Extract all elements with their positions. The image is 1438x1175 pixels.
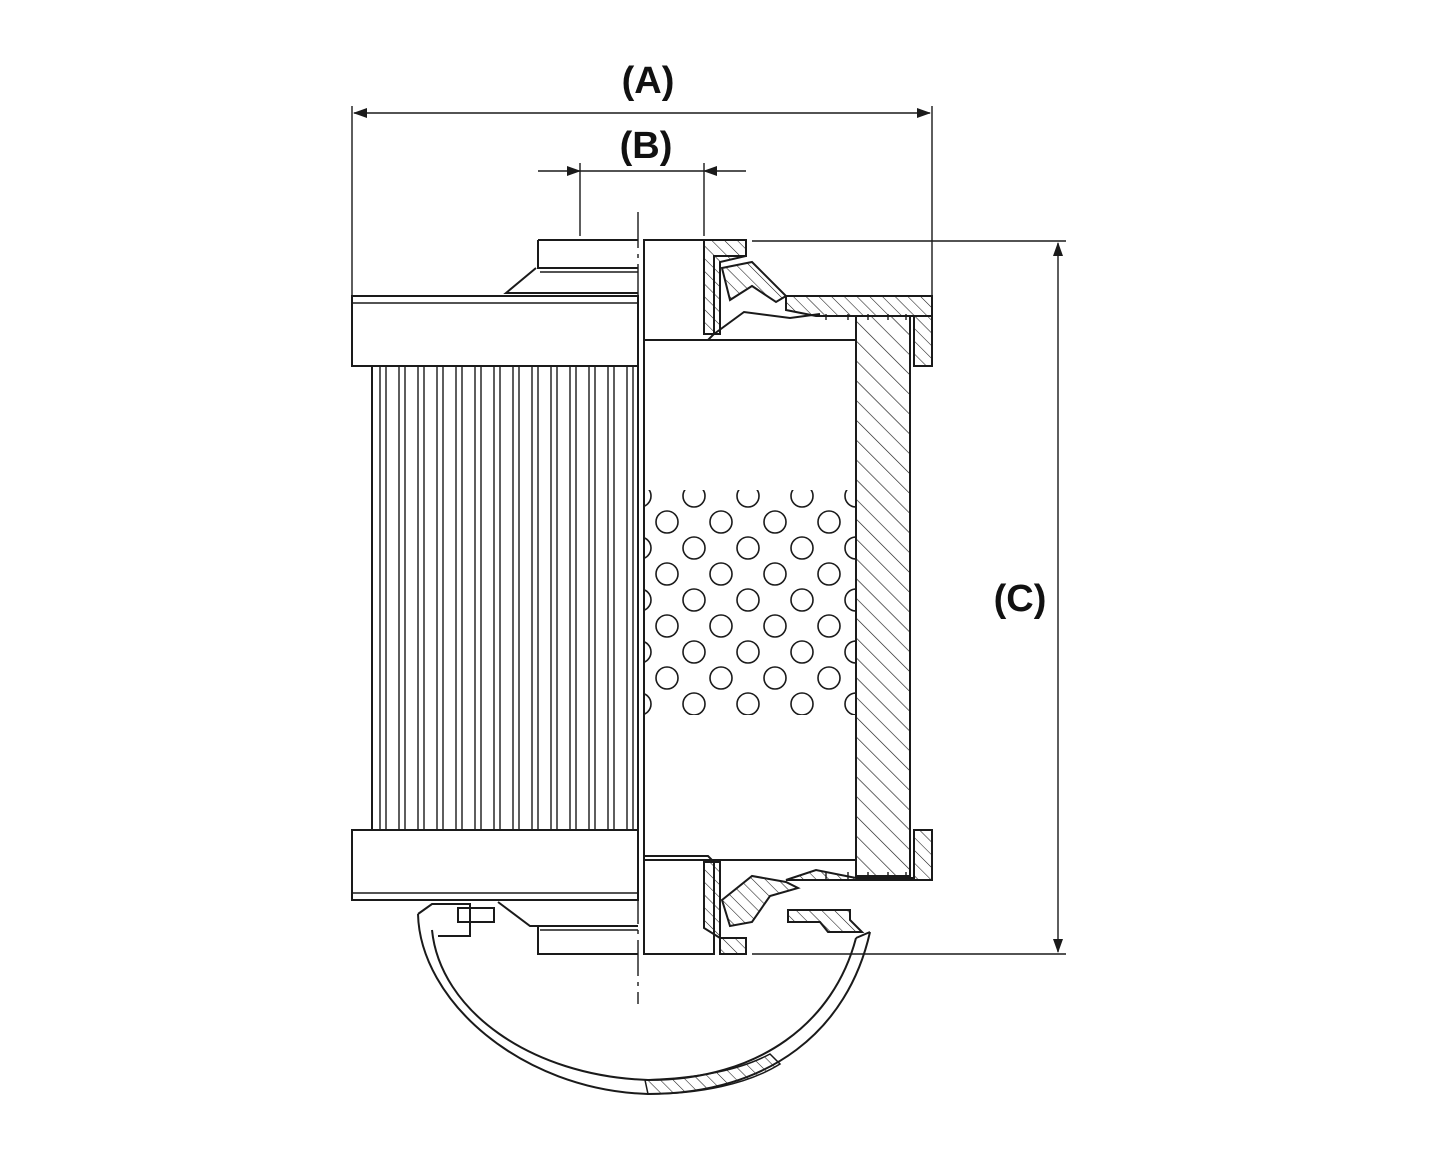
perforation-hole [790,692,814,715]
perforation-hole [790,536,814,560]
bottom-outer-cap-section [785,829,933,881]
perforation-hole [645,537,652,559]
perforation-hole [682,640,706,664]
top-neck [503,239,638,294]
perforation-hole [790,588,814,612]
perforation-hole [709,562,733,586]
bottom-seal [720,874,801,928]
bottom-neck [497,901,638,955]
dimension-b: (B) [538,125,746,236]
perforation-hole [645,490,652,507]
pleat-lines [379,366,634,830]
dim-a-label: (A) [622,60,675,102]
perforation-hole [709,666,733,690]
perforation-hole [655,614,679,638]
handle-hinge-left [417,903,471,937]
perforation-hole [844,490,855,508]
perforated-core [645,490,855,715]
perforation-hole [645,693,652,715]
perforation-hole [655,510,679,534]
exterior-view [351,239,639,955]
dimension-a: (A) [351,60,933,296]
dimension-c: (C) [752,240,1066,955]
perforation-hole [817,614,841,638]
top-hub-section [703,239,747,335]
dim-b-label: (B) [620,125,673,167]
perforation-hole [790,640,814,664]
core-bore [643,339,857,861]
perforation-hole [682,536,706,560]
pleated-media [371,365,639,831]
perforation-hole [844,692,855,715]
bottom-bead-row [825,872,907,880]
perforation-hole [645,641,652,663]
perforation-hole [844,588,855,612]
bottom-clip [787,909,865,933]
perforation-hole [682,490,706,508]
handle-section [644,1053,782,1095]
perforation-hole [736,536,760,560]
top-seal [720,260,788,304]
handle-bail [417,903,871,1096]
perforation-hole [817,562,841,586]
perforation-hole [736,588,760,612]
perforation-hole [655,562,679,586]
perforation-hole [736,490,760,508]
handle-pin [457,907,495,923]
perforation-hole [682,692,706,715]
dim-c-label: (C) [994,578,1047,620]
perforation-hole [645,589,652,611]
perforation-hole [817,510,841,534]
perforation-hole [655,666,679,690]
perforation-hole [736,692,760,715]
perforation-hole [817,666,841,690]
perforation-hole [736,640,760,664]
perforation-hole [844,536,855,560]
perforation-hole [790,490,814,508]
perforation-hole [763,510,787,534]
perforation-hole [709,614,733,638]
perforation-hole [763,666,787,690]
perforation-hole [682,588,706,612]
top-end-cap [351,295,639,367]
perforation-hole [763,562,787,586]
perforation-hole [709,510,733,534]
section-view [643,239,933,955]
outer-wall-section [855,315,911,877]
perforation-hole [763,614,787,638]
bottom-hub-section [703,861,747,955]
bottom-end-cap [351,829,639,901]
perforation-hole [844,640,855,664]
